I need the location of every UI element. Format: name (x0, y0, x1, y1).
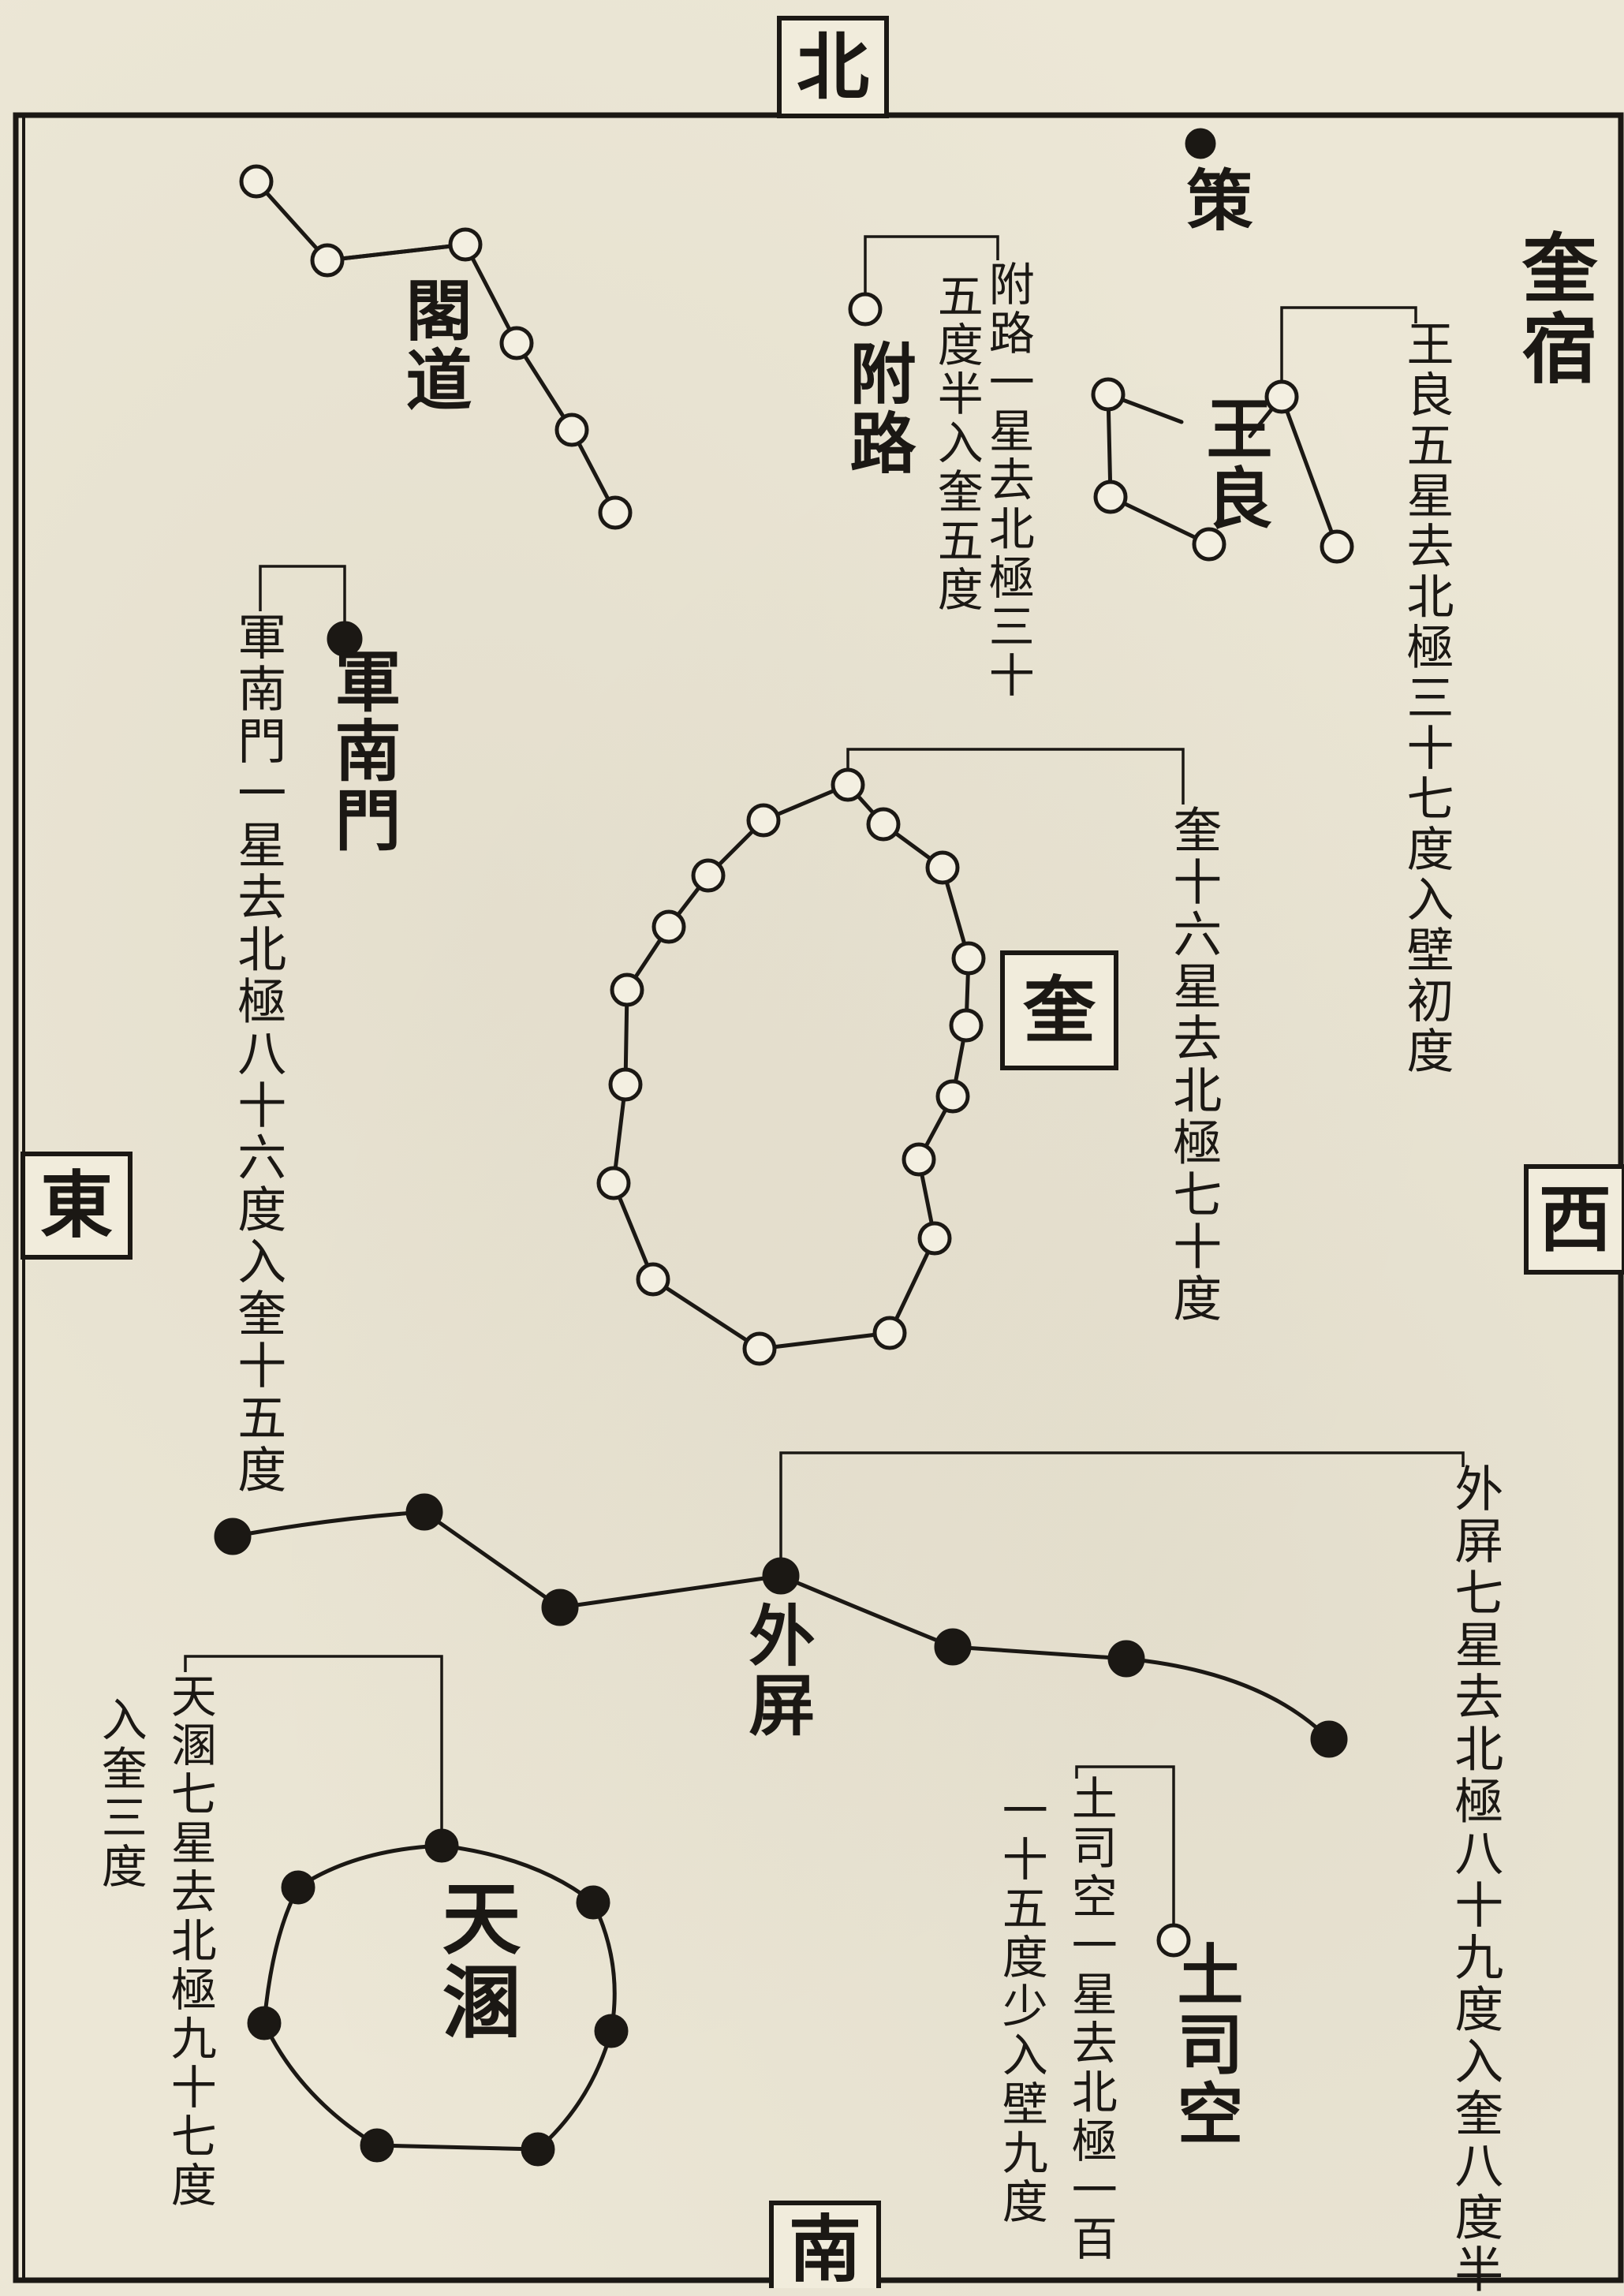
tianhun-star (594, 2014, 629, 2048)
kui-star (691, 858, 726, 893)
kui-star (610, 973, 644, 1007)
kui-star (596, 1166, 631, 1200)
tianhun-star (247, 2006, 282, 2040)
kui-star (608, 1067, 643, 1102)
ce-star (1185, 128, 1216, 159)
tusikong-description-col1: 土司空一星去北極一百 (1063, 1775, 1118, 2264)
junnanmen-description: 軍南門一星去北極八十六度入奎十五度 (229, 611, 287, 1496)
junnanmen-leader (259, 565, 346, 622)
gedao-star (448, 227, 483, 262)
tusikong-star (1156, 1923, 1191, 1958)
tianhun-star (360, 2128, 394, 2163)
kui-star (935, 1079, 970, 1114)
direction-south-box: 南 (769, 2201, 881, 2292)
waiping-label: 外屏 (738, 1601, 816, 1740)
kui-star (949, 1008, 984, 1043)
waiping-star (934, 1628, 972, 1666)
direction-south: 南 (788, 2207, 861, 2292)
kui-star (651, 909, 686, 944)
waiping-star (541, 1589, 579, 1626)
fulu-description-col2: 五度半入奎五度 (929, 272, 984, 614)
tianhun-star (281, 1870, 315, 1905)
kui-star (902, 1142, 936, 1177)
tianhun-description-col2: 入奎三度 (93, 1696, 147, 1891)
ce-label: 策 (1176, 166, 1254, 235)
wangliang-label: 王良 (1196, 394, 1274, 533)
kui-star (951, 941, 986, 976)
tianhun-description-col1: 天溷七星去北極九十七度 (162, 1672, 217, 2210)
tianhun-leader (184, 1655, 443, 1830)
gedao-star (239, 164, 274, 199)
kui-star (636, 1262, 670, 1297)
kui-star (866, 807, 901, 842)
direction-east-box: 東 (21, 1152, 133, 1260)
gedao-branch-line (325, 242, 468, 263)
gedao-star (598, 495, 633, 530)
fulu-star (848, 292, 883, 327)
waiping-star (214, 1518, 252, 1555)
waiping-star (1107, 1640, 1145, 1678)
gedao-star (554, 413, 589, 447)
tianhun-star (576, 1885, 610, 1920)
gedao-label: 閣道 (395, 276, 473, 415)
wangliang-star (1192, 527, 1226, 562)
gedao-star (310, 243, 345, 278)
waiping-star (1310, 1720, 1348, 1758)
kui-asterism-line (611, 782, 971, 1351)
wangliang-description: 王良五星去北極三十七度入壁初度 (1398, 319, 1454, 1077)
wangliang-star (1091, 377, 1126, 412)
tianhun-star (424, 1828, 459, 1863)
junnanmen-label: 軍南門 (324, 647, 402, 855)
tianhun-star (521, 2132, 555, 2167)
fulu-label: 附路 (839, 339, 917, 478)
waiping-leader (779, 1451, 1465, 1560)
direction-east: 東 (39, 1163, 113, 1248)
kui-star (917, 1221, 952, 1256)
waiping-star (762, 1557, 800, 1595)
kui-leader (846, 748, 1185, 805)
gedao-star (499, 326, 534, 360)
lodge-title: 奎宿 (1509, 229, 1598, 390)
waiping-description: 外屏七星去北極八十九度入奎八度半 (1446, 1463, 1504, 2296)
wangliang-asterism-line-3 (1279, 394, 1339, 549)
wangliang-star (1320, 529, 1354, 564)
direction-north: 北 (796, 24, 869, 110)
waiping-asterism-line (230, 1510, 1331, 1742)
kui-star (831, 767, 865, 802)
fulu-leader (864, 235, 999, 294)
tusikong-label: 土司空 (1167, 1940, 1245, 2149)
wangliang-leader (1280, 306, 1417, 382)
kui-star (746, 803, 781, 838)
kui-star (742, 1331, 777, 1366)
tusikong-leader (1075, 1765, 1175, 1925)
direction-west-box: 西 (1524, 1164, 1624, 1275)
tusikong-description-col2: 一十五度少入壁九度 (994, 1786, 1048, 2227)
kui-label-box: 奎 (1000, 950, 1118, 1070)
junnanmen-star (327, 621, 363, 657)
direction-north-box: 北 (777, 16, 889, 118)
kui-star (872, 1316, 907, 1350)
wangliang-star (1264, 379, 1299, 414)
fulu-description-col1: 附路一星去北極三十 (980, 260, 1035, 700)
wangliang-star (1093, 480, 1128, 514)
kui-star (925, 850, 960, 885)
tianhun-label: 天溷 (428, 1877, 521, 2044)
waiping-star (405, 1493, 443, 1531)
kui-label: 奎 (1022, 968, 1096, 1053)
direction-west: 西 (1538, 1177, 1611, 1262)
kui-description: 奎十六星去北極七十度 (1164, 805, 1223, 1325)
